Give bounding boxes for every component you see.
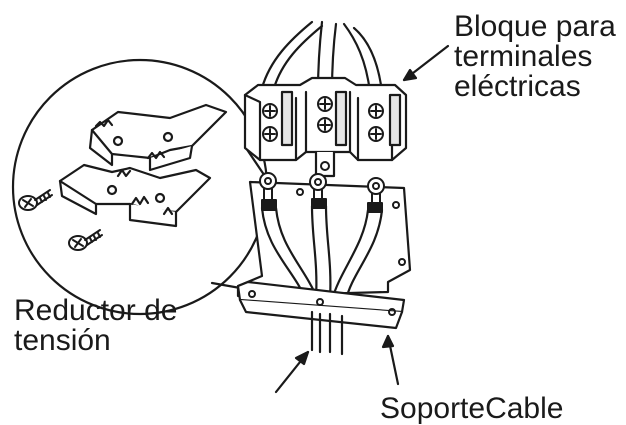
label-strain-relief: Reductor de tensión <box>14 296 177 356</box>
label-cable-bracket: SoporteCable <box>380 392 564 425</box>
cable-bracket <box>236 280 406 356</box>
label-terminal-block-line-3: eléctricas <box>454 70 581 103</box>
screw-2 <box>68 229 103 251</box>
terminal-block <box>243 76 408 178</box>
arrow-cable-bracket <box>381 334 400 386</box>
arrow-terminal-block <box>402 44 450 82</box>
label-strain-relief-line-1: Reductor de <box>14 294 178 327</box>
strain-relief-detail <box>11 58 322 316</box>
label-terminal-block: Bloque para terminales eléctricas <box>454 12 616 102</box>
clamp-upper-plate <box>90 103 228 160</box>
clamp-lower-plate <box>58 163 212 214</box>
label-strain-relief-line-2: tensión <box>14 324 111 357</box>
arrow-strain-relief <box>274 350 310 394</box>
label-terminal-block-line-2: terminales <box>454 40 593 73</box>
label-terminal-block-line-1: Bloque para <box>454 10 616 43</box>
screw-1 <box>18 189 53 211</box>
